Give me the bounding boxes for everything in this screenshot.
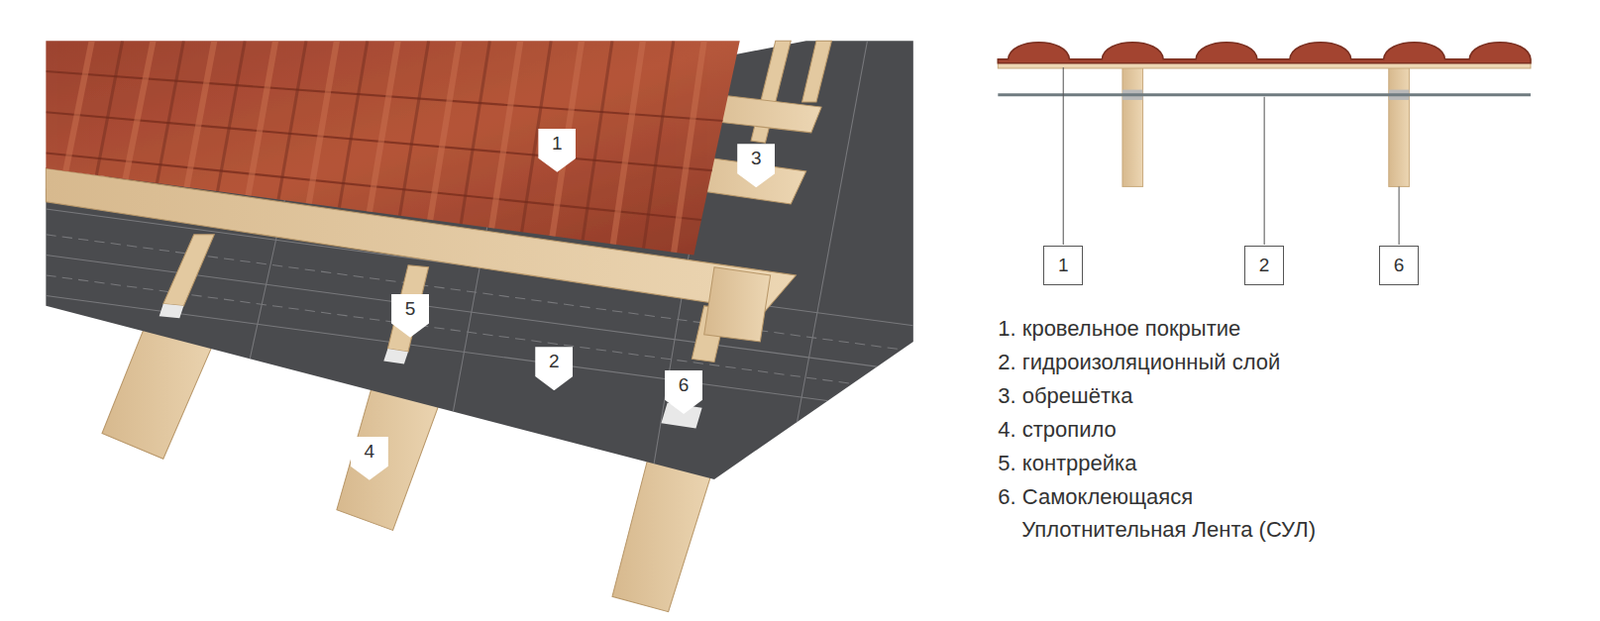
- callout-tag: 3: [737, 143, 775, 188]
- section-view: [997, 42, 1531, 245]
- roof-tiles: [45, 40, 746, 276]
- callout-box: 1: [1043, 245, 1083, 286]
- callout-number: 3: [737, 143, 775, 174]
- callout-tag: 5: [391, 294, 429, 338]
- callout-tag: 6: [664, 370, 703, 415]
- legend-item: 5. контррейка: [997, 446, 1137, 480]
- callout-tag: 4: [350, 436, 389, 481]
- membrane: [45, 40, 919, 531]
- callout-box: 2: [1244, 245, 1284, 286]
- callout-box: 6: [1379, 245, 1419, 286]
- callout-number: 1: [537, 128, 576, 159]
- legend-item: 6. Самоклеющаяся Уплотнительная Лента (С…: [997, 480, 1350, 546]
- callout-number: 6: [1393, 254, 1405, 277]
- callout-number: 2: [1259, 254, 1271, 277]
- legend-item: 1. кровельное покрытие: [997, 312, 1241, 345]
- legend-item: 3. обрешётка: [997, 379, 1133, 413]
- callout-number: 4: [350, 436, 389, 467]
- legend-item: 4. стропило: [997, 413, 1117, 446]
- callout-tag: 1: [537, 128, 576, 173]
- callout-number: 5: [391, 294, 429, 324]
- callout-number: 6: [664, 370, 703, 401]
- legend-item: 2. гидроизоляционный слой: [997, 345, 1280, 379]
- callout-number: 2: [534, 346, 573, 377]
- callout-number: 1: [1058, 254, 1069, 277]
- callout-tag: 2: [534, 346, 573, 391]
